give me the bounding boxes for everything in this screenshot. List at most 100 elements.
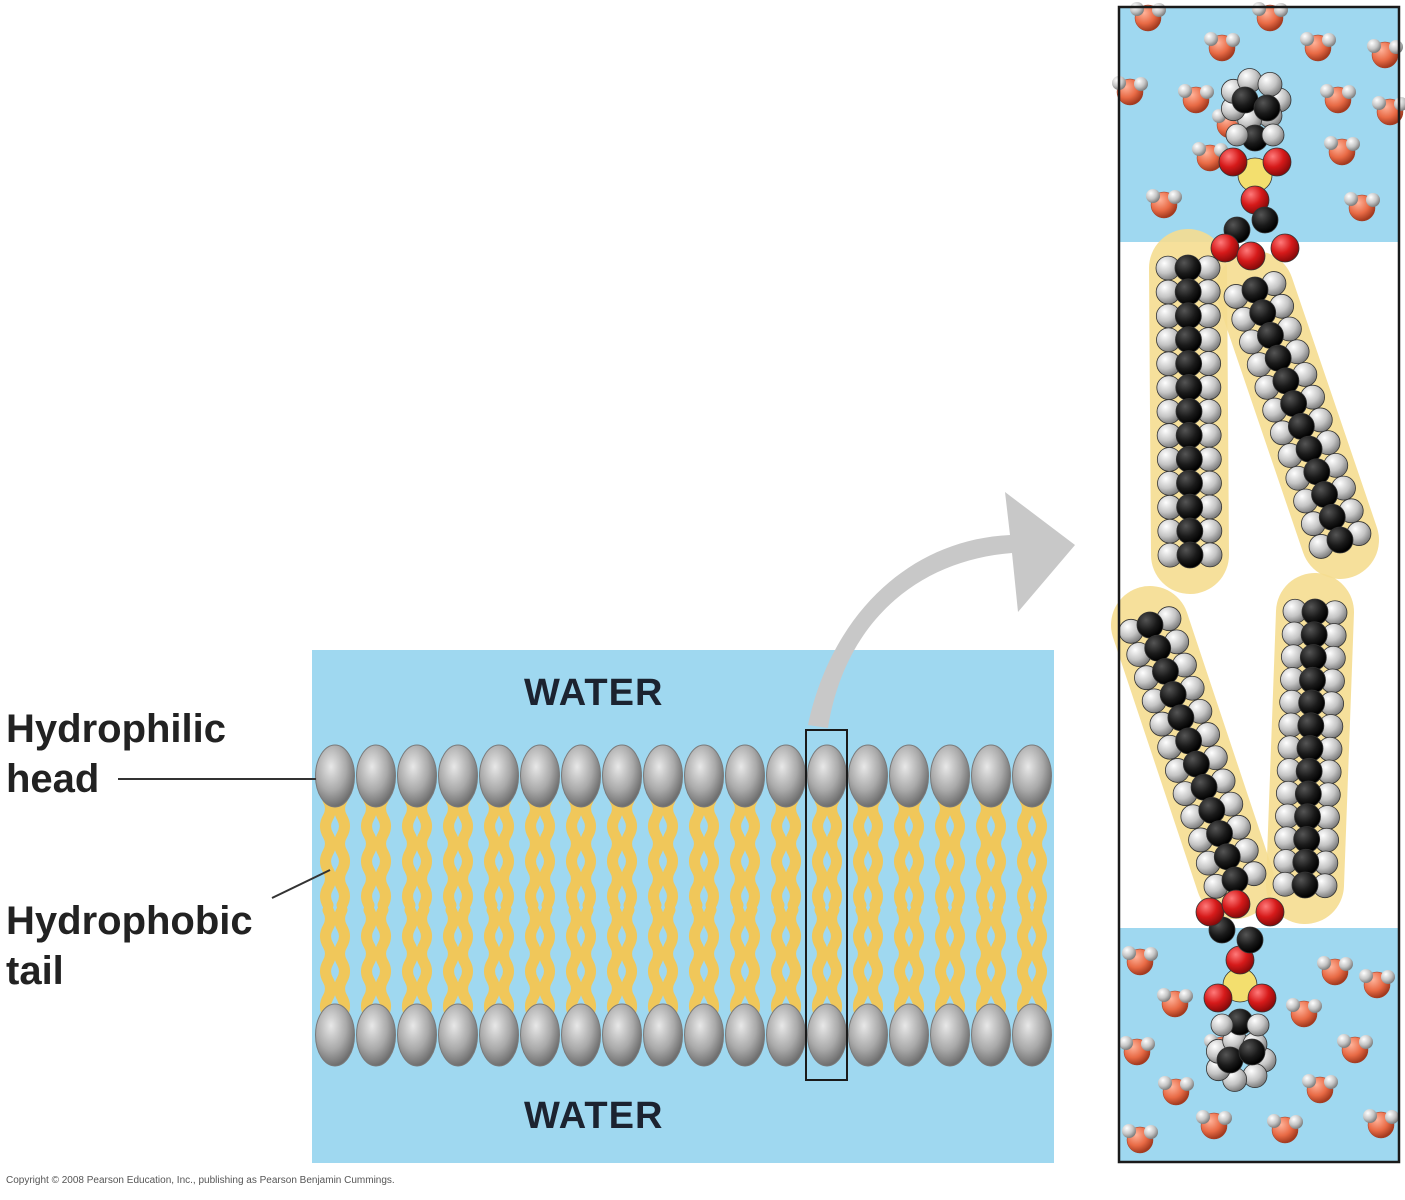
carbon-atom bbox=[1264, 344, 1292, 372]
water-hydrogen bbox=[1130, 2, 1144, 16]
tail-strand-lower bbox=[334, 904, 350, 1021]
tail-strand-lower bbox=[1017, 904, 1033, 1021]
tail-strand-upper bbox=[853, 794, 869, 911]
carbon-atom bbox=[1221, 866, 1249, 894]
tail-strand-lower bbox=[894, 904, 910, 1021]
head-upper bbox=[766, 744, 806, 808]
head-upper bbox=[848, 744, 888, 808]
tail-strand-upper bbox=[539, 794, 555, 911]
tail-strand-lower bbox=[525, 904, 541, 1021]
head-upper bbox=[684, 744, 724, 808]
tail-strand-upper bbox=[416, 794, 432, 911]
carbon-atom bbox=[1292, 848, 1320, 876]
water-hydrogen bbox=[1267, 1114, 1281, 1128]
carbon-atom bbox=[1175, 445, 1203, 473]
carbon-atom bbox=[1299, 666, 1326, 694]
carbon-atom bbox=[1175, 374, 1203, 401]
carbon-atom bbox=[1303, 458, 1331, 486]
hydrogen-atom bbox=[1210, 1013, 1234, 1037]
head-upper bbox=[438, 744, 478, 808]
water-hydrogen bbox=[1381, 970, 1395, 984]
carbon-atom bbox=[1238, 1038, 1266, 1066]
tail-strand-lower bbox=[949, 904, 965, 1021]
carbon-atom bbox=[1175, 422, 1203, 449]
tail-strand-upper bbox=[730, 794, 746, 911]
water-hydrogen bbox=[1346, 137, 1360, 151]
carbon-atom bbox=[1174, 254, 1202, 282]
head-upper bbox=[479, 744, 519, 808]
head-lower bbox=[561, 1003, 601, 1067]
tail-strand-lower bbox=[539, 904, 555, 1021]
tail-strand-lower bbox=[812, 904, 828, 1021]
head-upper bbox=[930, 744, 970, 808]
water-hydrogen bbox=[1372, 96, 1386, 110]
head-lower bbox=[971, 1003, 1011, 1067]
tail-strand-lower bbox=[730, 904, 746, 1021]
carbon-atom bbox=[1144, 634, 1172, 662]
zoom-arrow-icon bbox=[808, 492, 1075, 728]
hydrophilic-label-line2: head bbox=[6, 757, 100, 801]
tail-strand-upper bbox=[1017, 794, 1033, 911]
head-upper bbox=[356, 744, 396, 808]
carbon-atom bbox=[1295, 435, 1323, 463]
hydrophobic-label-line1: Hydrophobic bbox=[6, 899, 253, 943]
carbon-atom bbox=[1198, 797, 1226, 824]
water-hydrogen bbox=[1119, 1036, 1133, 1050]
oxygen-atom bbox=[1262, 147, 1292, 177]
tail-strand-upper bbox=[443, 794, 459, 911]
water-hydrogen bbox=[1168, 190, 1182, 204]
tail-strand-upper bbox=[662, 794, 678, 911]
head-lower bbox=[807, 1003, 847, 1067]
oxygen-atom bbox=[1236, 241, 1266, 271]
hydrophobic-label-line2: tail bbox=[6, 949, 64, 993]
water-hydrogen bbox=[1286, 998, 1300, 1012]
head-upper bbox=[602, 744, 642, 808]
bilayer-panel bbox=[312, 650, 1054, 1163]
head-lower bbox=[930, 1003, 970, 1067]
tail-strand-lower bbox=[621, 904, 637, 1021]
water-hydrogen bbox=[1322, 33, 1336, 47]
carbon-atom bbox=[1236, 926, 1264, 954]
water-hydrogen bbox=[1144, 947, 1158, 961]
carbon-atom bbox=[1280, 390, 1308, 418]
carbon-atom bbox=[1311, 481, 1338, 508]
head-upper bbox=[520, 744, 560, 808]
oxygen-atom bbox=[1195, 897, 1225, 927]
tail-strand-lower bbox=[361, 904, 377, 1021]
oxygen-atom bbox=[1221, 889, 1251, 919]
carbon-atom bbox=[1176, 493, 1204, 521]
water-hydrogen bbox=[1226, 33, 1240, 47]
carbon-atom bbox=[1296, 735, 1324, 762]
tail-strand-upper bbox=[402, 794, 418, 911]
hydrogen-atom bbox=[1242, 1063, 1268, 1089]
carbon-atom bbox=[1295, 757, 1323, 785]
hydrophilic-label-line1: Hydrophilic bbox=[6, 707, 227, 751]
carbon-atom bbox=[1175, 350, 1203, 378]
water-hydrogen bbox=[1196, 1110, 1210, 1124]
carbon-atom bbox=[1298, 689, 1326, 717]
head-lower bbox=[889, 1003, 929, 1067]
water-hydrogen bbox=[1324, 1075, 1338, 1089]
water-hydrogen bbox=[1366, 193, 1380, 207]
water-hydrogen bbox=[1141, 1037, 1155, 1051]
water-hydrogen bbox=[1180, 1077, 1194, 1091]
tail-strand-upper bbox=[457, 794, 473, 911]
tail-strand-lower bbox=[566, 904, 582, 1021]
hydrogen-atom bbox=[1261, 123, 1285, 147]
tail-strand-upper bbox=[935, 794, 951, 911]
tail-strand-lower bbox=[1031, 904, 1047, 1021]
tail-strand-lower bbox=[416, 904, 432, 1021]
tail-strand-lower bbox=[976, 904, 992, 1021]
water-hydrogen bbox=[1320, 84, 1334, 98]
water-hydrogen bbox=[1157, 988, 1171, 1002]
tail-strand-upper bbox=[375, 794, 391, 911]
water-hydrogen bbox=[1252, 2, 1266, 16]
head-lower bbox=[479, 1003, 519, 1067]
carbon-atom bbox=[1294, 780, 1322, 808]
head-lower bbox=[397, 1003, 437, 1067]
tail-strand-lower bbox=[498, 904, 514, 1021]
water-background bbox=[312, 650, 1054, 1163]
head-lower bbox=[643, 1003, 683, 1067]
carbon-atom bbox=[1174, 278, 1202, 306]
oxygen-atom bbox=[1210, 233, 1240, 263]
